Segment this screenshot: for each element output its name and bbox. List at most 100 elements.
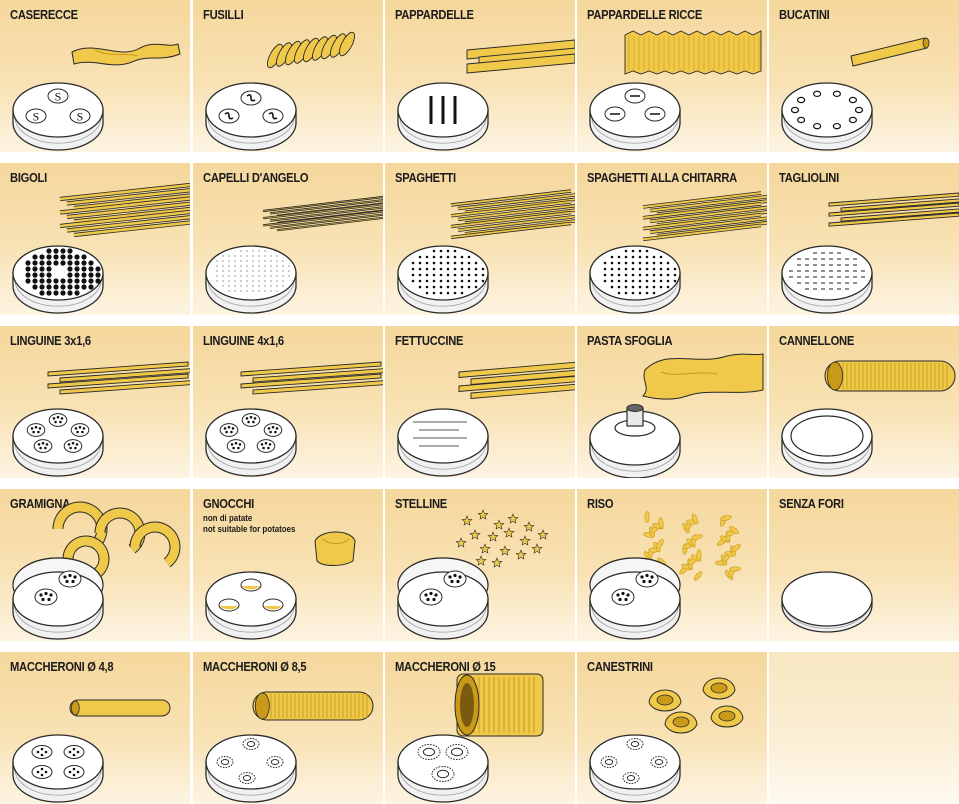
die-title: SPAGHETTI: [395, 170, 456, 185]
svg-text:S: S: [33, 110, 40, 124]
die-card-cannellone: CANNELLONE: [769, 326, 959, 478]
pasta-shape-dumpling: [314, 531, 356, 566]
die-card-spaghetti-alla-chitarra: SPAGHETTI ALLA CHITARRA: [577, 163, 767, 315]
die-disc-cluster-holes: [12, 408, 104, 477]
die-title: SENZA FORI: [779, 496, 844, 511]
die-illustration: [205, 31, 355, 151]
pasta-shape-ridged-tube: [252, 691, 374, 721]
die-card-maccheroni-4-8: MACCHERONI Ø 4,8: [0, 652, 190, 804]
die-illustration: [589, 30, 762, 151]
die-illustration: [589, 511, 741, 640]
pasta-shape-flat-ribbons: [47, 361, 190, 395]
die-card-pappardelle: PAPPARDELLE: [385, 0, 575, 152]
pasta-shape-hollow-tube: [850, 37, 930, 67]
die-card-linguine-4x1-6: LINGUINE 4x1,6: [193, 326, 383, 478]
die-title: BUCATINI: [779, 7, 830, 22]
die-title: RISO: [587, 496, 614, 511]
die-illustration: [12, 182, 190, 314]
die-illustration: [12, 361, 190, 477]
die-disc-gear-rings: [205, 734, 297, 803]
die-card-linguine-3x1-6: LINGUINE 3x1,6: [0, 326, 190, 478]
die-illustration: [769, 652, 959, 804]
die-title: GNOCCHI: [203, 496, 254, 511]
die-illustration: [205, 691, 374, 803]
die-title: STELLINE: [395, 496, 447, 511]
pasta-shape-wavy-sheet: [624, 30, 762, 75]
die-title: FETTUCCINE: [395, 333, 464, 348]
die-illustration: [589, 677, 744, 803]
die-card-bigoli: BIGOLI: [0, 163, 190, 315]
die-card-riso: RISO: [577, 489, 767, 641]
die-illustration: [397, 673, 544, 803]
die-disc-lines: [397, 408, 489, 477]
die-disc-gear-rings: [589, 734, 681, 803]
die-card-capelli-d-angelo: CAPELLI D'ANGELO: [193, 163, 383, 315]
pasta-shape-spiral: [267, 31, 355, 69]
pasta-shape-baskets: [648, 677, 744, 734]
die-disc-slots: [397, 82, 489, 151]
die-title: GRAMIGNA: [10, 496, 71, 511]
die-illustration: [205, 195, 383, 314]
die-title: MACCHERONI Ø 8,5: [203, 659, 307, 674]
die-illustration: [781, 192, 959, 314]
die-title: FUSILLI: [203, 7, 244, 22]
die-card-fettuccine: FETTUCCINE: [385, 326, 575, 478]
pasta-shape-thick-strands: [59, 182, 190, 238]
pasta-shape-curls: [52, 501, 181, 578]
die-card-pasta-sfoglia: PASTA SFOGLIA: [577, 326, 767, 478]
die-title: LINGUINE 4x1,6: [203, 333, 284, 348]
svg-text:S: S: [55, 90, 62, 104]
die-disc-ring-holes: [781, 82, 873, 151]
die-title: PAPPARDELLE: [395, 7, 474, 22]
die-disc-small-dots: [397, 245, 489, 314]
die-illustration: [589, 353, 764, 478]
die-disc-large-dots: [12, 245, 104, 314]
die-illustration: [12, 501, 181, 640]
pasta-shape-sheet: [642, 353, 764, 400]
die-title: BIGOLI: [10, 170, 47, 185]
die-illustration: S S S: [12, 43, 181, 151]
die-title: SPAGHETTI ALLA CHITARRA: [587, 170, 737, 185]
die-note-english: not suitable for potatoes: [203, 524, 296, 534]
die-title: CAPELLI D'ANGELO: [203, 170, 309, 185]
pasta-shape-stars: [455, 509, 549, 568]
die-disc-tiny-dots: [205, 245, 297, 314]
die-note-italian: non di patate: [203, 513, 253, 523]
pasta-shape-flat-ribbons: [240, 361, 383, 395]
die-disc-large-gear-rings: [397, 734, 489, 803]
die-title: MACCHERONI Ø 4,8: [10, 659, 114, 674]
die-disc-oval-slots: [589, 82, 681, 151]
die-illustration: [205, 361, 383, 477]
pasta-shape-thin-strands: [262, 195, 383, 232]
die-disc-s-holes: S S S: [12, 82, 104, 151]
svg-text:S: S: [77, 110, 84, 124]
pasta-shape-ribbons: [458, 361, 575, 399]
die-card-gramigna: GRAMIGNA: [0, 489, 190, 641]
pasta-shape-strands: [450, 189, 575, 240]
die-title: CANNELLONE: [779, 333, 855, 348]
die-disc-dashes: [781, 245, 873, 314]
die-illustration: [12, 699, 171, 803]
die-card-tagliolini: TAGLIOLINI: [769, 163, 959, 315]
die-illustration: [205, 531, 356, 640]
die-card-pappardelle-ricce: PAPPARDELLE RICCE: [577, 0, 767, 152]
die-illustration: [397, 189, 575, 314]
die-disc-cluster-holes: [205, 408, 297, 477]
die-card-fusilli: FUSILLI: [193, 0, 383, 152]
die-illustration: [781, 37, 930, 151]
die-title: TAGLIOLINI: [779, 170, 839, 185]
pasta-shape-twist: [71, 43, 181, 66]
die-card-spaghetti: SPAGHETTI: [385, 163, 575, 315]
die-disc-open-ring: [781, 408, 873, 477]
die-disc-center-stub: [589, 404, 681, 478]
pasta-shape-wide-ribbons: [466, 39, 575, 74]
die-disc-plain: [781, 571, 873, 633]
die-illustration: [397, 39, 575, 151]
die-disc-small-dots: [589, 245, 681, 314]
pasta-shape-big-tube: [824, 360, 956, 392]
die-disc-four-rings: [12, 734, 104, 803]
die-title: PASTA SFOGLIA: [587, 333, 673, 348]
die-card-senza-fori: SENZA FORI: [769, 489, 959, 641]
